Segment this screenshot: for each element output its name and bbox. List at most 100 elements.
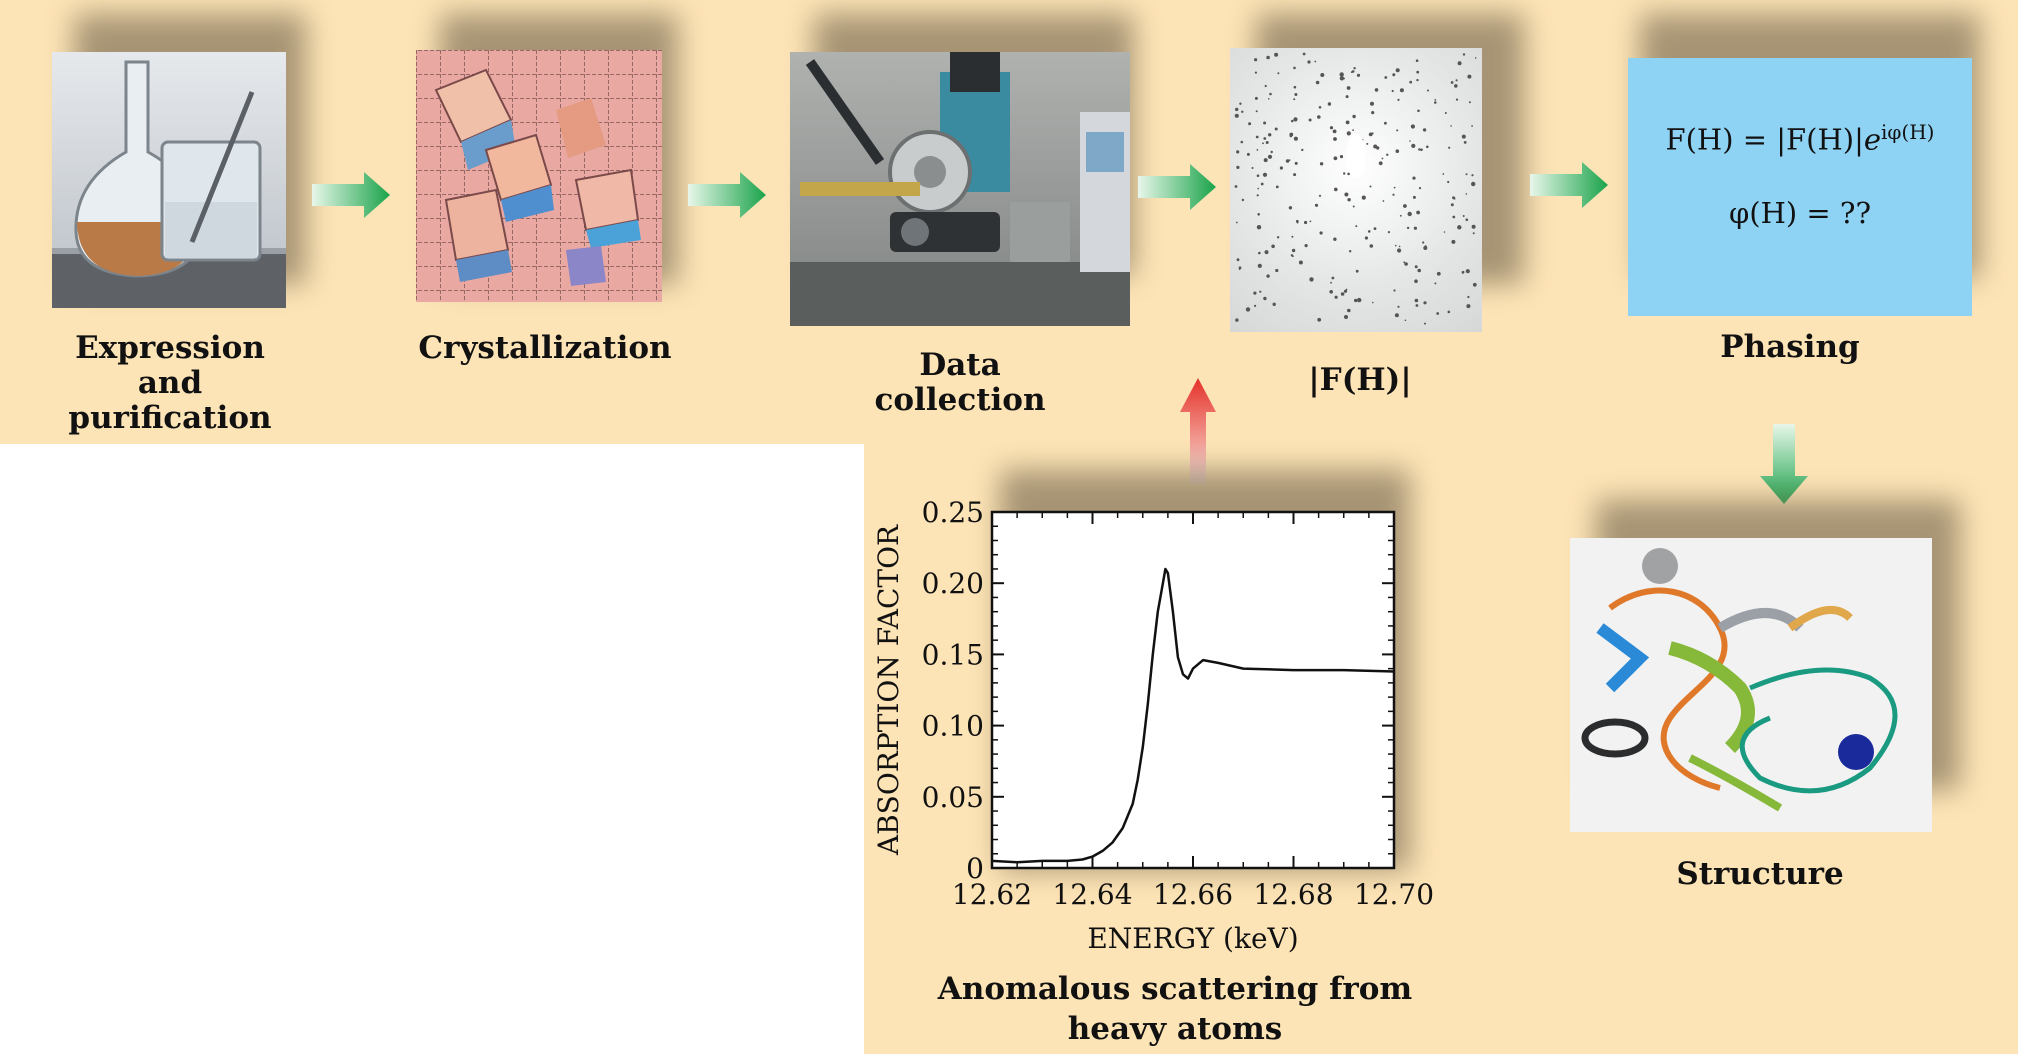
diffraction-spot (1256, 149, 1259, 151)
diffraction-spot (1234, 113, 1239, 118)
diffraction-spot (1463, 141, 1467, 144)
diffraction-spot (1465, 218, 1469, 221)
diffraction-spot (1267, 154, 1273, 159)
x-tick-label: 12.66 (1153, 878, 1233, 911)
diffraction-spot (1426, 145, 1429, 149)
diffraction-spot (1399, 88, 1404, 93)
diffraction-spot (1314, 203, 1319, 207)
diffraction-spot (1350, 71, 1353, 74)
diffraction-spot (1407, 211, 1412, 217)
diffraction-spot (1291, 119, 1294, 123)
diffraction-spot (1315, 80, 1320, 85)
diffraction-spot (1275, 268, 1279, 273)
diffraction-spot (1352, 114, 1356, 119)
diffraction-spot (1394, 313, 1399, 318)
diffraction-spot (1263, 158, 1268, 163)
stage-label-structure: Structure (1676, 856, 1844, 892)
diffraction-spot (1264, 84, 1267, 88)
diffraction-spot (1355, 269, 1359, 273)
diffraction-spot (1256, 194, 1259, 197)
diffraction-spot (1381, 157, 1384, 160)
diffraction-spot (1288, 206, 1293, 210)
diffraction-spot (1443, 231, 1446, 233)
diffraction-spot (1314, 60, 1317, 63)
diffraction-spot (1465, 193, 1468, 195)
diffraction-spot (1248, 122, 1252, 126)
diffraction-spot (1339, 76, 1345, 81)
diffraction-spot (1450, 125, 1452, 127)
diffraction-spot (1455, 98, 1459, 101)
stage-label-crystallization: Crystallization (418, 330, 672, 366)
diffraction-spot (1395, 149, 1400, 153)
diffraction-spot (1298, 260, 1303, 265)
diffraction-spot (1416, 70, 1420, 74)
diffraction-spot (1339, 155, 1344, 159)
y-tick-label: 0.05 (922, 781, 984, 814)
arrow-right-icon (688, 172, 766, 218)
diffraction-spot (1304, 220, 1308, 225)
amplitude-label: |F(H)| (1308, 362, 1412, 398)
diffraction-spot (1293, 136, 1298, 141)
diffraction-spot (1447, 310, 1451, 314)
diffraction-spot (1235, 318, 1239, 322)
diffraction-spot (1391, 89, 1394, 93)
diffraction-spot (1293, 66, 1296, 70)
diffraction-spot (1245, 307, 1251, 312)
diffraction-spot (1414, 265, 1418, 269)
diffraction-spot (1246, 152, 1250, 156)
diffraction-spot (1238, 266, 1242, 270)
stage-label-data-collection: Data collection (874, 347, 1046, 418)
diffraction-spot (1434, 101, 1437, 104)
diffraction-spot (1343, 289, 1348, 293)
stage-label-purification: Expression and purification (68, 330, 272, 436)
diffraction-spot (1373, 144, 1378, 149)
diffraction-spot (1330, 281, 1332, 284)
diffraction-spot (1264, 250, 1269, 255)
series-line (991, 567, 1395, 864)
diffraction-spot (1290, 254, 1294, 257)
diffraction-spot (1302, 52, 1306, 56)
diffraction-spot (1357, 297, 1362, 303)
diffraction-spot (1373, 227, 1377, 231)
plot-area (990, 510, 1396, 870)
diffraction-spot (1268, 98, 1270, 100)
diffraction-spot (1413, 226, 1417, 230)
diffraction-spot (1294, 161, 1298, 165)
diffraction-spot (1395, 244, 1397, 247)
diffraction-spot (1329, 290, 1333, 294)
diffraction-spot (1347, 172, 1350, 176)
diffraction-spot (1392, 73, 1396, 77)
diffraction-spot (1254, 96, 1258, 100)
diffraction-spot (1241, 198, 1245, 202)
diffraction-spot (1457, 61, 1462, 66)
diffraction-spot (1412, 176, 1416, 180)
diffraction-spot (1404, 319, 1407, 322)
diffraction-spot (1293, 98, 1296, 101)
diffraction-spot (1472, 282, 1477, 287)
y-tick-label: 0.15 (922, 638, 984, 671)
diffraction-spot (1254, 71, 1257, 74)
diffractometer-photo (790, 52, 1130, 326)
diffraction-spot (1392, 193, 1395, 196)
diffraction-spot (1393, 289, 1396, 292)
diffraction-spot (1317, 115, 1321, 119)
diffraction-spot (1395, 68, 1400, 73)
stage-label-phasing: Phasing (1720, 329, 1860, 365)
diffraction-spot (1319, 162, 1324, 166)
diffraction-spot (1331, 276, 1335, 280)
chart-caption: Anomalous scattering from heavy atoms (937, 971, 1413, 1047)
diffraction-spot (1397, 305, 1400, 308)
phase-equation-2: φ(H) = ?? (1728, 196, 1872, 230)
diffraction-spot (1414, 298, 1419, 303)
diffraction-spot (1354, 298, 1358, 303)
diffraction-spot (1374, 88, 1379, 92)
diffraction-spot (1259, 290, 1262, 293)
diffraction-spot (1352, 129, 1354, 131)
diffraction-spot (1254, 304, 1257, 307)
diffraction-spot (1450, 203, 1454, 207)
x-tick-label: 12.64 (1052, 878, 1132, 911)
diffraction-spot (1293, 117, 1298, 122)
diffraction-spot (1274, 52, 1279, 57)
diffraction-spot (1294, 93, 1298, 96)
